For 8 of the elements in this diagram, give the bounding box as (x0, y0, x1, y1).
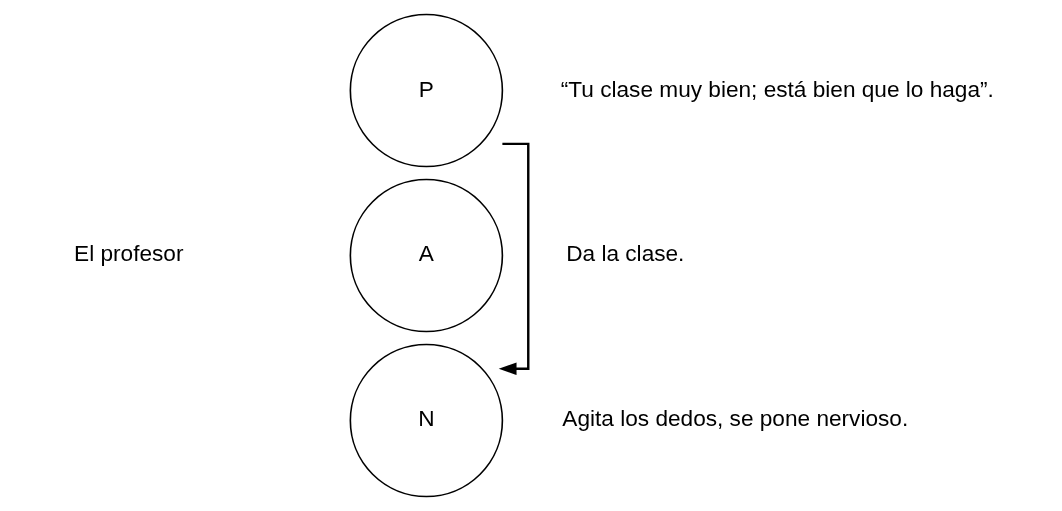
arrow (498, 142, 529, 375)
node-circle: N (349, 343, 503, 498)
label: El profesor (73, 241, 183, 267)
node-label: “Tu clase muy bien; está bien que lo haga”. (560, 76, 994, 102)
node-label: Da la clase. (565, 241, 684, 267)
node-circle: A (349, 178, 503, 333)
node-label: Agita los dedos, se pone nervioso. (561, 406, 908, 432)
node-circle: P (349, 13, 503, 168)
